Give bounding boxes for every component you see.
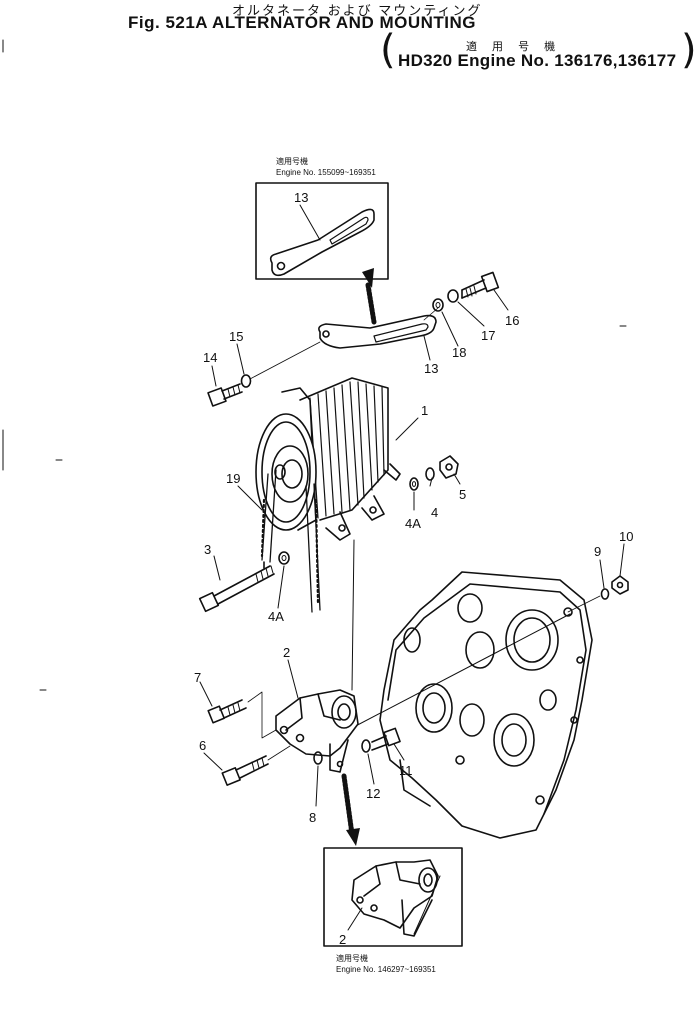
callout-9: 9 <box>594 544 601 559</box>
callout-10: 10 <box>619 529 633 544</box>
stud-line <box>347 613 571 731</box>
callout-leaders <box>199 289 625 807</box>
callout-4: 4 <box>431 505 438 520</box>
top-inset-jp-label: 適用号機 <box>276 156 308 166</box>
bolt-3 <box>198 565 275 613</box>
callout-16: 16 <box>505 313 519 328</box>
callout-13: 13 <box>424 361 438 376</box>
washer-12 <box>361 739 371 753</box>
top-inset-callout: 13 <box>294 190 308 205</box>
bottom-inset-frame <box>323 847 463 947</box>
bottom-inset-engine-range: Engine No. 146297~169351 <box>336 965 436 974</box>
callout-4a-lower: 4A <box>268 609 284 624</box>
bottom-inset: 2 適用号機 Engine No. 146297~169351 <box>323 847 463 974</box>
top-inset: 適用号機 Engine No. 155099~169351 13 <box>255 156 389 280</box>
bolt-7 <box>207 699 247 724</box>
bracket-13 <box>318 314 437 349</box>
callout-6: 6 <box>199 738 206 753</box>
callout-8: 8 <box>309 810 316 825</box>
top-inset-pointer-arrow <box>362 268 377 325</box>
margin-tick-marks <box>2 39 627 691</box>
washer-17 <box>447 289 459 303</box>
washer-9 <box>600 588 610 600</box>
washer-4a-lower <box>278 551 290 565</box>
figure-title: Fig. 521A ALTERNATOR AND MOUNTING <box>128 13 476 32</box>
bolt-11 <box>371 727 401 751</box>
callout-15: 15 <box>229 329 243 344</box>
alternator-1 <box>255 377 401 541</box>
timing-case-cover <box>379 571 593 839</box>
callout-4a-upper: 4A <box>405 516 421 531</box>
callout-19: 19 <box>226 471 240 486</box>
callout-17: 17 <box>481 328 495 343</box>
right-bracket: ) <box>681 30 694 70</box>
engine-number-line: HD320 Engine No. 136176,136177 <box>398 51 677 70</box>
left-bracket: ( <box>380 27 396 73</box>
callout-18: 18 <box>452 345 466 360</box>
figure-header: オルタネータ および マウンティング Fig. 521A ALTERNATOR … <box>0 0 694 80</box>
washer-4a-upper <box>409 477 419 491</box>
nut-5 <box>439 455 459 479</box>
assembly-line-14 <box>249 341 321 380</box>
belt-alignment-line <box>351 539 355 691</box>
top-inset-frame <box>255 182 389 280</box>
adjust-bracket-2 <box>275 689 359 773</box>
callout-3: 3 <box>204 542 211 557</box>
washer-8 <box>313 751 323 765</box>
washer-15 <box>240 374 252 388</box>
bottom-inset-callout: 2 <box>339 932 346 947</box>
bolt-6 <box>221 755 269 786</box>
callout-7: 7 <box>194 670 201 685</box>
callout-14: 14 <box>203 350 217 365</box>
washer-4 <box>425 467 435 481</box>
top-inset-engine-range: Engine No. 155099~169351 <box>276 168 376 177</box>
callout-2: 2 <box>283 645 290 660</box>
callout-12: 12 <box>366 786 380 801</box>
inset-bracket-13-shape <box>269 208 375 277</box>
callout-labels: 1 2 3 4 4A 4A 5 6 7 8 9 10 11 12 13 14 1… <box>194 313 633 825</box>
v-belt-19 <box>260 469 355 691</box>
bottom-inset-pointer-arrow <box>341 773 360 846</box>
applicable-machines-label: 適 用 号 機 <box>466 41 562 53</box>
assembly-line-7 <box>247 691 277 739</box>
japanese-title: オルタネータ および マウンティング <box>232 3 483 18</box>
washer-18 <box>432 298 444 312</box>
assembly-line-16 <box>423 307 439 321</box>
bolt-16 <box>461 271 500 299</box>
bottom-inset-jp-label: 適用号機 <box>336 953 368 963</box>
bolt-14 <box>207 383 243 407</box>
callout-1: 1 <box>421 403 428 418</box>
callout-5: 5 <box>459 487 466 502</box>
nut-10 <box>611 575 629 595</box>
callout-11: 11 <box>399 763 413 778</box>
